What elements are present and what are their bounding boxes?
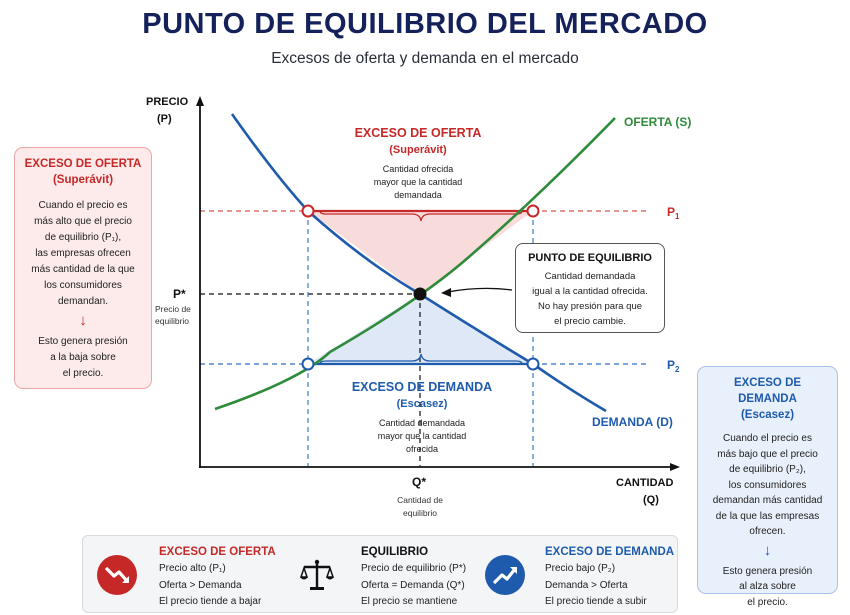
surplus-box-line: los consumidores: [44, 280, 122, 291]
surplus-box-result-line: el precio.: [62, 368, 104, 379]
surplus-area: [308, 211, 533, 294]
surplus-box-line: más cantidad de la que: [31, 264, 135, 275]
surplus-box-title: EXCESO DE OFERTA: [24, 158, 142, 170]
p2-label: P2: [667, 358, 680, 374]
y-axis-arrow: [196, 96, 204, 106]
callout-line: Cantidad demandada: [544, 271, 636, 282]
callout-line: el precio cambie.: [554, 316, 626, 327]
x-axis-arrow: [670, 463, 680, 471]
shortage-area: [308, 294, 533, 364]
qstar-desc-2: equilibrio: [403, 508, 437, 518]
shortage-box-result-line: Esto genera presión: [722, 565, 813, 577]
shortage-info-box: EXCESO DE DEMANDA (Escasez) Cuando el pr…: [697, 366, 838, 608]
callout-title: PUNTO DE EQUILIBRIO: [528, 252, 652, 264]
p2-demand-point: [526, 357, 540, 371]
legend-shortage-title: EXCESO DE DEMANDA: [545, 546, 675, 558]
surplus-box-text: Cuando el precio es más alto que el prec…: [21, 198, 145, 310]
pstar-label: P*: [173, 287, 186, 301]
shortage-chart-desc-2: mayor que la cantidad: [378, 431, 467, 441]
callout-line: igual a la cantidad ofrecida.: [532, 286, 648, 297]
p1-label: P1: [667, 205, 680, 221]
p1-supply-point: [526, 204, 540, 218]
shortage-box-result-line: el precio.: [747, 596, 788, 608]
shortage-box-title: EXCESO DE DEMANDA: [733, 377, 802, 405]
shortage-box-line: ofrecen.: [749, 526, 786, 537]
shortage-box-line: de la que las empresas: [715, 510, 820, 522]
qstar-label: Q*: [412, 475, 426, 489]
shortage-box-line: de equilibrio (P₂),: [729, 464, 806, 475]
shortage-chart-title: EXCESO DE DEMANDA: [352, 380, 492, 394]
trend-up-icon: [485, 555, 525, 595]
x-axis-label-unit: (Q): [643, 494, 659, 506]
surplus-chart-desc-3: demandada: [394, 190, 442, 200]
surplus-chart-sub: (Superávit): [389, 144, 447, 156]
surplus-box-line: demandan.: [57, 296, 109, 307]
legend-surplus: EXCESO DE OFERTA Precio alto (P₁) Oferta…: [159, 544, 276, 611]
callout-arrow: [447, 287, 513, 293]
qstar-desc-1: Cantidad de: [397, 495, 443, 505]
shortage-box-result-line: al alza sobre: [739, 581, 796, 592]
surplus-chart-title: EXCESO DE OFERTA: [355, 126, 482, 140]
x-axis-label: CANTIDAD: [616, 477, 673, 489]
shortage-box-line: Cuando el precio es: [723, 433, 812, 444]
legend-equilibrium-line: Precio de equilibrio (P*): [361, 563, 467, 574]
legend-surplus-line: Oferta > Demanda: [159, 579, 242, 591]
legend-panel: EXCESO DE OFERTA Precio alto (P₁) Oferta…: [82, 535, 678, 613]
supply-label: OFERTA (S): [624, 115, 691, 129]
legend-shortage-line: Demanda > Oferta: [545, 579, 628, 591]
shortage-chart-sub: (Escasez): [397, 398, 448, 410]
legend-shortage-line: Precio bajo (P₂): [545, 563, 616, 574]
surplus-box-line: las empresas ofrecen: [35, 248, 131, 259]
callout-line: No hay presión para que: [537, 301, 643, 312]
equilibrium-callout: PUNTO DE EQUILIBRIO Cantidad demandada i…: [515, 243, 665, 333]
page-title: PUNTO DE EQUILIBRIO DEL MERCADO: [142, 8, 708, 40]
legend-surplus-line: Precio alto (P₁): [159, 563, 226, 574]
callout-arrowhead: [441, 288, 451, 297]
legend-shortage-line: El precio tiende a subir: [545, 596, 647, 607]
demand-label: DEMANDA (D): [592, 415, 673, 429]
shortage-box-line: los consumidores: [728, 479, 807, 491]
surplus-box-result-line: Esto genera presión: [38, 336, 128, 347]
page-subtitle: Excesos de oferta y demanda en el mercad…: [271, 50, 579, 67]
shortage-brace: [319, 353, 523, 365]
legend-equilibrium-title: EQUILIBRIO: [361, 546, 429, 558]
surplus-chart-desc-2: mayor que la cantidad: [374, 177, 463, 187]
surplus-box-line: de equilibrio (P₁),: [44, 232, 122, 243]
legend-shortage: EXCESO DE DEMANDA Precio bajo (P₂) Deman…: [545, 544, 674, 611]
legend-surplus-title: EXCESO DE OFERTA: [159, 546, 276, 558]
surplus-box-line: Cuando el precio es: [38, 200, 128, 211]
surplus-box-result: Esto genera presión a la baja sobre el p…: [21, 334, 145, 382]
y-axis-label: PRECIO: [146, 96, 189, 108]
surplus-box-line: más alto que el precio: [34, 216, 132, 227]
shortage-chart-desc-1: Cantidad demandada: [379, 418, 465, 428]
callout-text: Cantidad demandada igual a la cantidad o…: [520, 269, 660, 329]
y-axis-label-unit: (P): [157, 113, 172, 125]
equilibrium-point: [413, 287, 427, 301]
shortage-box-result: Esto genera presión al alza sobre el pre…: [704, 564, 831, 611]
shortage-box-subtitle: (Escasez): [740, 409, 795, 421]
legend-equilibrium: EQUILIBRIO Precio de equilibrio (P*) Ofe…: [361, 544, 466, 611]
surplus-chart-desc-1: Cantidad ofrecida: [383, 164, 454, 174]
surplus-box-subtitle: (Superávit): [52, 174, 114, 186]
arrow-down-icon: ↓: [763, 541, 772, 559]
shortage-box-line: más bajo que el precio: [717, 448, 818, 460]
trend-down-icon: [97, 555, 137, 595]
pstar-desc-1: Precio de: [155, 304, 191, 314]
p2-supply-point: [301, 357, 315, 371]
shortage-box-line: demandan más cantidad: [712, 495, 823, 506]
pstar-desc-2: equilibrio: [155, 316, 189, 326]
legend-equilibrium-line: El precio se mantiene: [361, 596, 458, 607]
arrow-down-icon: ↓: [79, 312, 87, 329]
legend-surplus-line: El precio tiende a bajar: [159, 596, 262, 607]
p1-demand-point: [301, 204, 315, 218]
shortage-chart-desc-3: ofrecida: [406, 444, 438, 454]
scale-icon: [297, 555, 337, 595]
surplus-box-result-line: a la baja sobre: [50, 352, 116, 363]
surplus-info-box: EXCESO DE OFERTA (Superávit) Cuando el p…: [14, 147, 152, 389]
shortage-box-text: Cuando el precio es más bajo que el prec…: [704, 431, 831, 540]
legend-equilibrium-line: Oferta = Demanda (Q*): [361, 579, 465, 591]
